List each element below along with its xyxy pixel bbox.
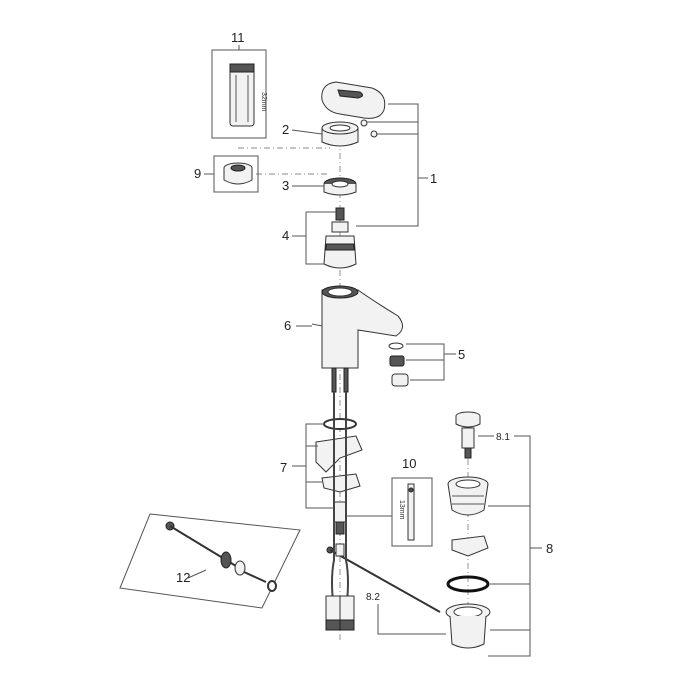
callout-2: 2 <box>282 122 289 137</box>
leader-8-2 <box>377 604 446 635</box>
part-11-dimension: 32mm <box>260 92 267 112</box>
leader-1-bracket <box>356 103 419 227</box>
part-11-extension-sleeve: 32mm <box>211 49 267 139</box>
part-7-mounting-set <box>315 418 363 535</box>
part-2-cap <box>321 121 359 147</box>
part-10-rod: 13mm <box>391 477 433 547</box>
part-8-waste-body <box>447 476 489 516</box>
part-12-lift-rod-set <box>119 513 301 609</box>
callout-6: 6 <box>284 318 291 333</box>
callout-3: 3 <box>282 178 289 193</box>
callout-9: 9 <box>194 166 201 181</box>
callout-8-2: 8.2 <box>366 592 380 603</box>
callout-8-1: 8.1 <box>496 432 510 443</box>
part-1-lever-handle <box>321 81 386 138</box>
part-8-seal-ring <box>446 575 490 593</box>
callout-5: 5 <box>458 347 465 362</box>
part-5-aerator <box>388 342 409 387</box>
part-8-2-pull-rod <box>326 543 441 613</box>
leader-4a <box>292 212 307 237</box>
part-3-nut <box>323 177 357 196</box>
callout-4: 4 <box>282 228 289 243</box>
supply-hoses <box>325 392 355 631</box>
part-9-adapter <box>213 155 259 193</box>
part-8-flange-body <box>445 603 491 649</box>
callout-12: 12 <box>176 570 190 585</box>
callout-7: 7 <box>280 460 287 475</box>
leader-12 <box>187 569 207 579</box>
callout-8: 8 <box>546 541 553 556</box>
part-8-1-pop-up-plug <box>455 411 481 459</box>
leader-5 <box>406 343 445 381</box>
leader-8-bracket <box>488 435 531 657</box>
part-6-faucet-body <box>311 285 403 393</box>
callout-10: 10 <box>402 456 416 471</box>
part-10-dimension: 13mm <box>398 500 405 520</box>
leader-4b <box>305 236 324 265</box>
leader-2 <box>291 129 323 135</box>
part-8-washer <box>451 535 489 557</box>
part-4-cartridge <box>323 207 357 269</box>
callout-11: 11 <box>231 30 245 45</box>
callout-1: 1 <box>430 171 437 186</box>
